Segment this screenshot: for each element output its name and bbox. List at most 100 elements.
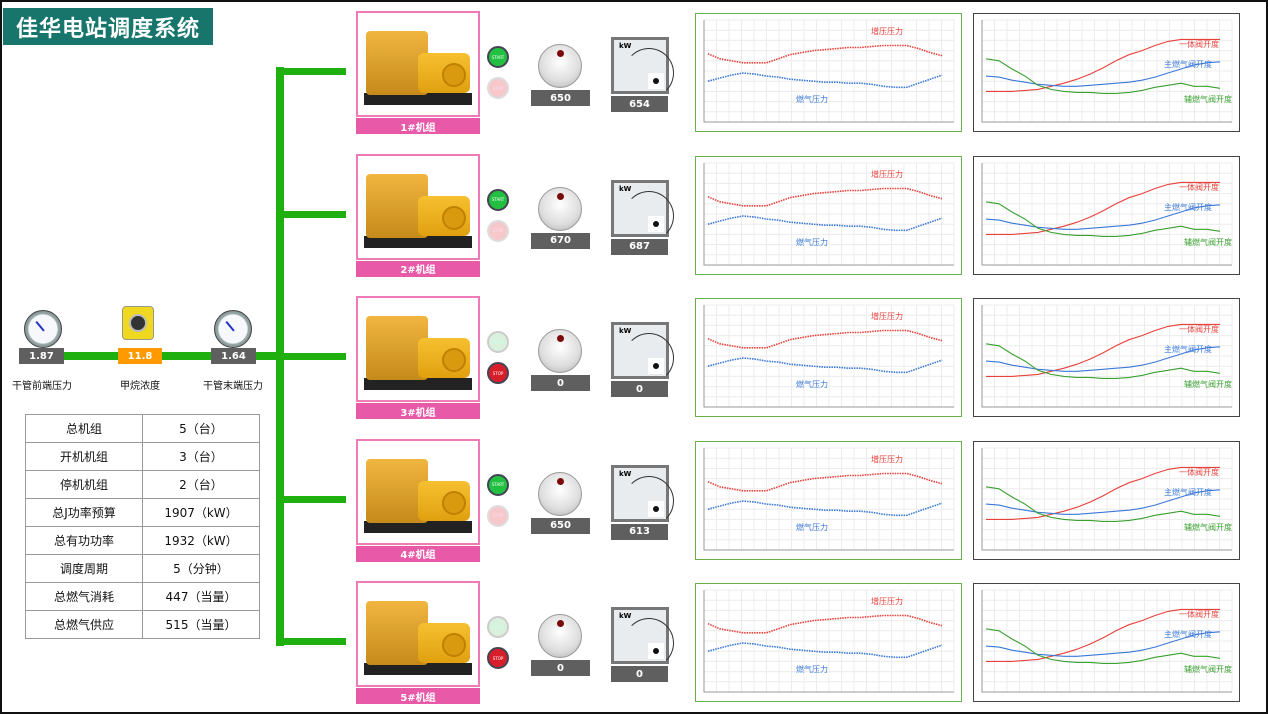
generator-image[interactable] — [356, 581, 480, 687]
axis — [981, 20, 1232, 123]
summary-value: 1932（kW） — [142, 526, 260, 555]
stop-button[interactable]: STOP — [487, 647, 509, 669]
summary-value: 5（分钟） — [142, 554, 260, 583]
summary-key: 总有功功率 — [25, 526, 143, 555]
axis — [981, 162, 1232, 265]
methane-label: 甲烷浓度 — [120, 381, 160, 392]
summary-value: 2（台） — [142, 470, 260, 499]
front-pressure-label: 干管前端压力 — [12, 381, 72, 392]
legend-label: 燃气压力 — [796, 237, 828, 247]
legend-label: 主燃气阀开度 — [1164, 345, 1212, 354]
series-line-2 — [985, 346, 1221, 372]
trend-chart-2: 一体阀开度主燃气阀开度辅燃气阀开度 — [973, 13, 1240, 132]
legend-label: 辅燃气阀开度 — [1184, 522, 1232, 532]
axis — [981, 305, 1232, 408]
trend-chart-1: 增压压力燃气压力 — [695, 440, 962, 560]
series-line-1 — [986, 38, 1220, 92]
setpoint-knob[interactable] — [538, 614, 582, 658]
end-pressure-label: 干管末端压力 — [203, 381, 263, 392]
summary-key: 调度周期 — [25, 554, 143, 583]
power-meter-icon: kW — [611, 322, 674, 383]
series-line-2 — [707, 72, 943, 89]
series-line-2 — [707, 357, 943, 374]
stop-button[interactable]: STOP — [487, 362, 509, 384]
legend-label: 主燃气阀开度 — [1164, 60, 1212, 69]
setpoint-knob[interactable] — [538, 329, 582, 373]
summary-value: 1907（kW） — [142, 498, 260, 527]
axis — [703, 447, 954, 550]
series-line-2 — [985, 203, 1221, 230]
setpoint-value: 670 — [531, 232, 590, 249]
meter-unit: kW — [619, 184, 632, 193]
summary-value: 447（当量） — [142, 582, 260, 611]
unit-label: 1#机组 — [356, 118, 480, 134]
generator-image[interactable] — [356, 11, 480, 117]
methane-value: 11.8 — [118, 348, 162, 364]
legend-label: 一体阀开度 — [1179, 40, 1219, 49]
axis — [981, 447, 1232, 550]
trend-chart-2: 一体阀开度主燃气阀开度辅燃气阀开度 — [973, 583, 1240, 702]
meter-unit: kW — [619, 469, 632, 478]
setpoint-value: 650 — [531, 90, 590, 106]
page-title: 佳华电站调度系统 — [3, 8, 213, 45]
legend-label: 辅燃气阀开度 — [1184, 237, 1232, 247]
setpoint-value: 0 — [531, 375, 590, 391]
generator-image[interactable] — [356, 153, 480, 260]
pressure-gauge-icon — [24, 310, 62, 348]
active-power-value: 0 — [611, 666, 668, 682]
summary-value: 515（当量） — [142, 610, 260, 639]
legend-label: 燃气压力 — [796, 95, 828, 104]
series-line-2 — [985, 61, 1221, 87]
start-button[interactable]: START — [487, 46, 509, 68]
active-power-value: 654 — [611, 96, 668, 112]
setpoint-value: 0 — [531, 660, 590, 676]
stop-button[interactable]: STOP — [487, 504, 509, 527]
trend-chart-1: 增压压力燃气压力 — [695, 155, 962, 275]
start-button[interactable]: START — [487, 473, 509, 496]
series-line-3 — [985, 343, 1221, 379]
axis — [703, 590, 954, 693]
setpoint-knob[interactable] — [538, 471, 582, 516]
summary-key: 总燃气消耗 — [25, 582, 143, 611]
branch-pipe — [280, 638, 346, 645]
generator-image[interactable] — [356, 438, 480, 545]
meter-unit: kW — [619, 42, 632, 50]
power-meter-icon: kW — [611, 179, 674, 241]
branch-pipe — [280, 210, 346, 218]
stop-button[interactable]: STOP — [487, 219, 509, 242]
front-pressure-value: 1.87 — [19, 348, 64, 364]
axis — [703, 305, 954, 408]
trend-chart-1: 增压压力燃气压力 — [695, 298, 962, 417]
end-pressure-value: 1.64 — [211, 348, 256, 364]
series-line-1 — [986, 608, 1220, 662]
branch-pipe — [280, 68, 346, 75]
series-line-1 — [707, 329, 943, 349]
start-button[interactable]: START — [487, 331, 509, 353]
start-button[interactable]: START — [487, 616, 509, 638]
generator-image[interactable] — [356, 296, 480, 402]
branch-pipe — [280, 353, 346, 360]
unit-label: 3#机组 — [356, 403, 480, 419]
axis — [703, 162, 954, 265]
series-line-3 — [985, 58, 1221, 94]
pressure-gauge-icon — [214, 310, 252, 348]
trend-chart-2: 一体阀开度主燃气阀开度辅燃气阀开度 — [973, 440, 1240, 560]
series-line-1 — [707, 614, 943, 634]
active-power-value: 687 — [611, 238, 668, 255]
legend-label: 燃气压力 — [796, 380, 828, 389]
start-button[interactable]: START — [487, 188, 509, 211]
stop-button[interactable]: STOP — [487, 77, 509, 99]
series-line-1 — [707, 472, 943, 492]
branch-pipe — [280, 495, 346, 503]
legend-label: 主燃气阀开度 — [1164, 630, 1212, 639]
setpoint-knob[interactable] — [538, 44, 582, 88]
setpoint-knob[interactable] — [538, 186, 582, 231]
legend-label: 主燃气阀开度 — [1164, 202, 1212, 212]
summary-key: 停机机组 — [25, 470, 143, 499]
